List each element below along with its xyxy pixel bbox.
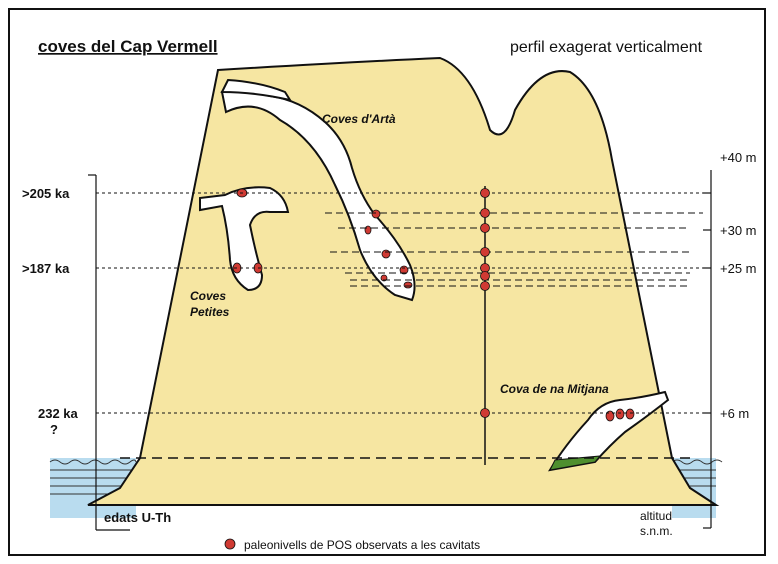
cave-mitjana xyxy=(548,390,670,472)
cave-petites xyxy=(199,186,290,292)
label-cova-mitjana: Cova de na Mitjana xyxy=(500,382,609,396)
label-coves-petites-2: Petites xyxy=(190,305,230,319)
cave-mitjana-sediment xyxy=(549,455,602,471)
label-coves-arta: Coves d'Artà xyxy=(322,112,396,126)
cave-arta xyxy=(220,90,416,302)
age-187: >187 ka xyxy=(22,261,70,276)
short-level-lines xyxy=(325,212,703,287)
axis-label-altitude-2: s.n.m. xyxy=(640,524,673,538)
right-altitude-axis xyxy=(703,170,712,529)
age-question: ? xyxy=(50,422,58,437)
axis-label-altitude-1: altitud xyxy=(640,509,672,523)
age-232: 232 ka xyxy=(38,406,79,421)
age-205: >205 ka xyxy=(22,186,70,201)
profile-markers xyxy=(480,188,490,418)
diagram-title: coves del Cap Vermell xyxy=(38,37,218,56)
alt-30: +30 m xyxy=(720,223,757,238)
alt-25: +25 m xyxy=(720,261,757,276)
legend-text: paleonivells de POS observats a les cavi… xyxy=(244,538,480,552)
legend-marker xyxy=(224,538,236,550)
alt-40: +40 m xyxy=(720,150,757,165)
alt-6: +6 m xyxy=(720,406,749,421)
level-lines xyxy=(96,192,703,414)
diagram-subtitle: perfil exagerat verticalment xyxy=(510,39,703,56)
label-coves-petites-1: Coves xyxy=(190,289,226,303)
cave-arta-entrance xyxy=(220,78,293,102)
axis-label-ages: edats U-Th xyxy=(104,510,171,525)
left-age-axis xyxy=(88,174,130,531)
